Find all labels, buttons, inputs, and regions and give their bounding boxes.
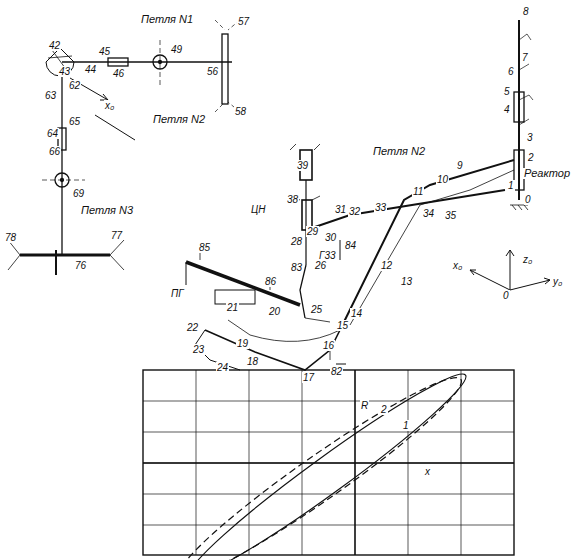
callout-label: 85 bbox=[198, 242, 211, 253]
callout-label: 3 bbox=[526, 132, 534, 143]
callout-label: 84 bbox=[344, 240, 357, 251]
callout-label: 32 bbox=[348, 206, 361, 217]
callout-label: 28 bbox=[290, 236, 303, 247]
callout-label: 17 bbox=[302, 372, 315, 383]
callout-label: 2 bbox=[380, 404, 388, 415]
callout-label: 10 bbox=[436, 174, 449, 185]
callout-label: x₀ bbox=[452, 260, 463, 271]
callout-label: 65 bbox=[68, 116, 81, 127]
callout-label: 4 bbox=[503, 104, 511, 115]
callout-label: 24 bbox=[216, 362, 229, 373]
callout-label: 2 bbox=[527, 152, 535, 163]
callout-label: 21 bbox=[226, 302, 239, 313]
callout-label: 34 bbox=[422, 208, 435, 219]
callout-label: y₀ bbox=[552, 276, 563, 287]
callout-label: 57 bbox=[237, 16, 250, 27]
callout-label: 76 bbox=[74, 260, 87, 271]
callout-label: 0 bbox=[502, 290, 510, 301]
callout-label: R bbox=[360, 400, 369, 411]
callout-label: 15 bbox=[336, 320, 349, 331]
callout-label: 22 bbox=[186, 322, 199, 333]
callout-label: 43 bbox=[58, 66, 71, 77]
callout-label: Реактор bbox=[523, 168, 571, 179]
callout-label: 77 bbox=[110, 230, 123, 241]
callout-label: Петля N1 bbox=[140, 14, 194, 25]
callout-label: 26 bbox=[314, 260, 327, 271]
callout-label: Петля N2 bbox=[152, 114, 206, 125]
callout-label: 29 bbox=[306, 226, 319, 237]
callout-label: 86 bbox=[264, 276, 277, 287]
callout-label: ПГ bbox=[170, 288, 185, 299]
callout-label: x₀ bbox=[104, 100, 115, 111]
callout-label: 69 bbox=[72, 188, 85, 199]
callout-label: 12 bbox=[380, 260, 393, 271]
callout-label: 31 bbox=[334, 204, 347, 215]
callout-label: 46 bbox=[112, 68, 125, 79]
callout-label: 1 bbox=[402, 420, 410, 431]
callout-label: 35 bbox=[444, 210, 457, 221]
callout-label: 8 bbox=[522, 6, 530, 17]
callout-label: Петля N3 bbox=[80, 205, 134, 216]
callout-label: 20 bbox=[268, 306, 281, 317]
callout-label: 13 bbox=[400, 276, 413, 287]
callout-label: 83 bbox=[290, 262, 303, 273]
callout-label: 64 bbox=[46, 128, 59, 139]
callout-label: Петля N2 bbox=[372, 146, 426, 157]
callout-label: 6 bbox=[507, 66, 515, 77]
callout-label: Г33 bbox=[318, 250, 337, 261]
callout-label: 14 bbox=[350, 308, 363, 319]
callout-label: 44 bbox=[84, 64, 97, 75]
callout-label: ЦН bbox=[250, 204, 267, 215]
callout-label: 18 bbox=[246, 356, 259, 367]
callout-label: 45 bbox=[98, 46, 111, 57]
callout-label: 62 bbox=[68, 80, 81, 91]
callout-label: 49 bbox=[170, 44, 183, 55]
callout-label: 39 bbox=[296, 160, 309, 171]
callout-label: 1 bbox=[507, 180, 515, 191]
callout-label: 42 bbox=[48, 40, 61, 51]
callout-label: 66 bbox=[48, 146, 61, 157]
callout-label: 58 bbox=[234, 106, 247, 117]
callout-label: 19 bbox=[236, 338, 249, 349]
callout-label: 23 bbox=[192, 344, 205, 355]
callout-label: 82 bbox=[330, 366, 343, 377]
callout-label: 38 bbox=[286, 194, 299, 205]
callout-label: 0 bbox=[524, 194, 532, 205]
callout-label: 33 bbox=[374, 202, 387, 213]
callout-label: 5 bbox=[503, 86, 511, 97]
callout-label: 7 bbox=[521, 52, 529, 63]
callout-label: 78 bbox=[4, 232, 17, 243]
callout-label: 25 bbox=[310, 304, 323, 315]
callout-label: 56 bbox=[206, 66, 219, 77]
callout-label: x bbox=[424, 466, 431, 477]
callout-label: 9 bbox=[456, 160, 464, 171]
callout-label: 11 bbox=[412, 186, 424, 197]
callout-label: 63 bbox=[44, 90, 57, 101]
callout-label: 30 bbox=[324, 232, 337, 243]
callout-label: z₀ bbox=[522, 254, 533, 265]
callout-label: 16 bbox=[322, 340, 335, 351]
